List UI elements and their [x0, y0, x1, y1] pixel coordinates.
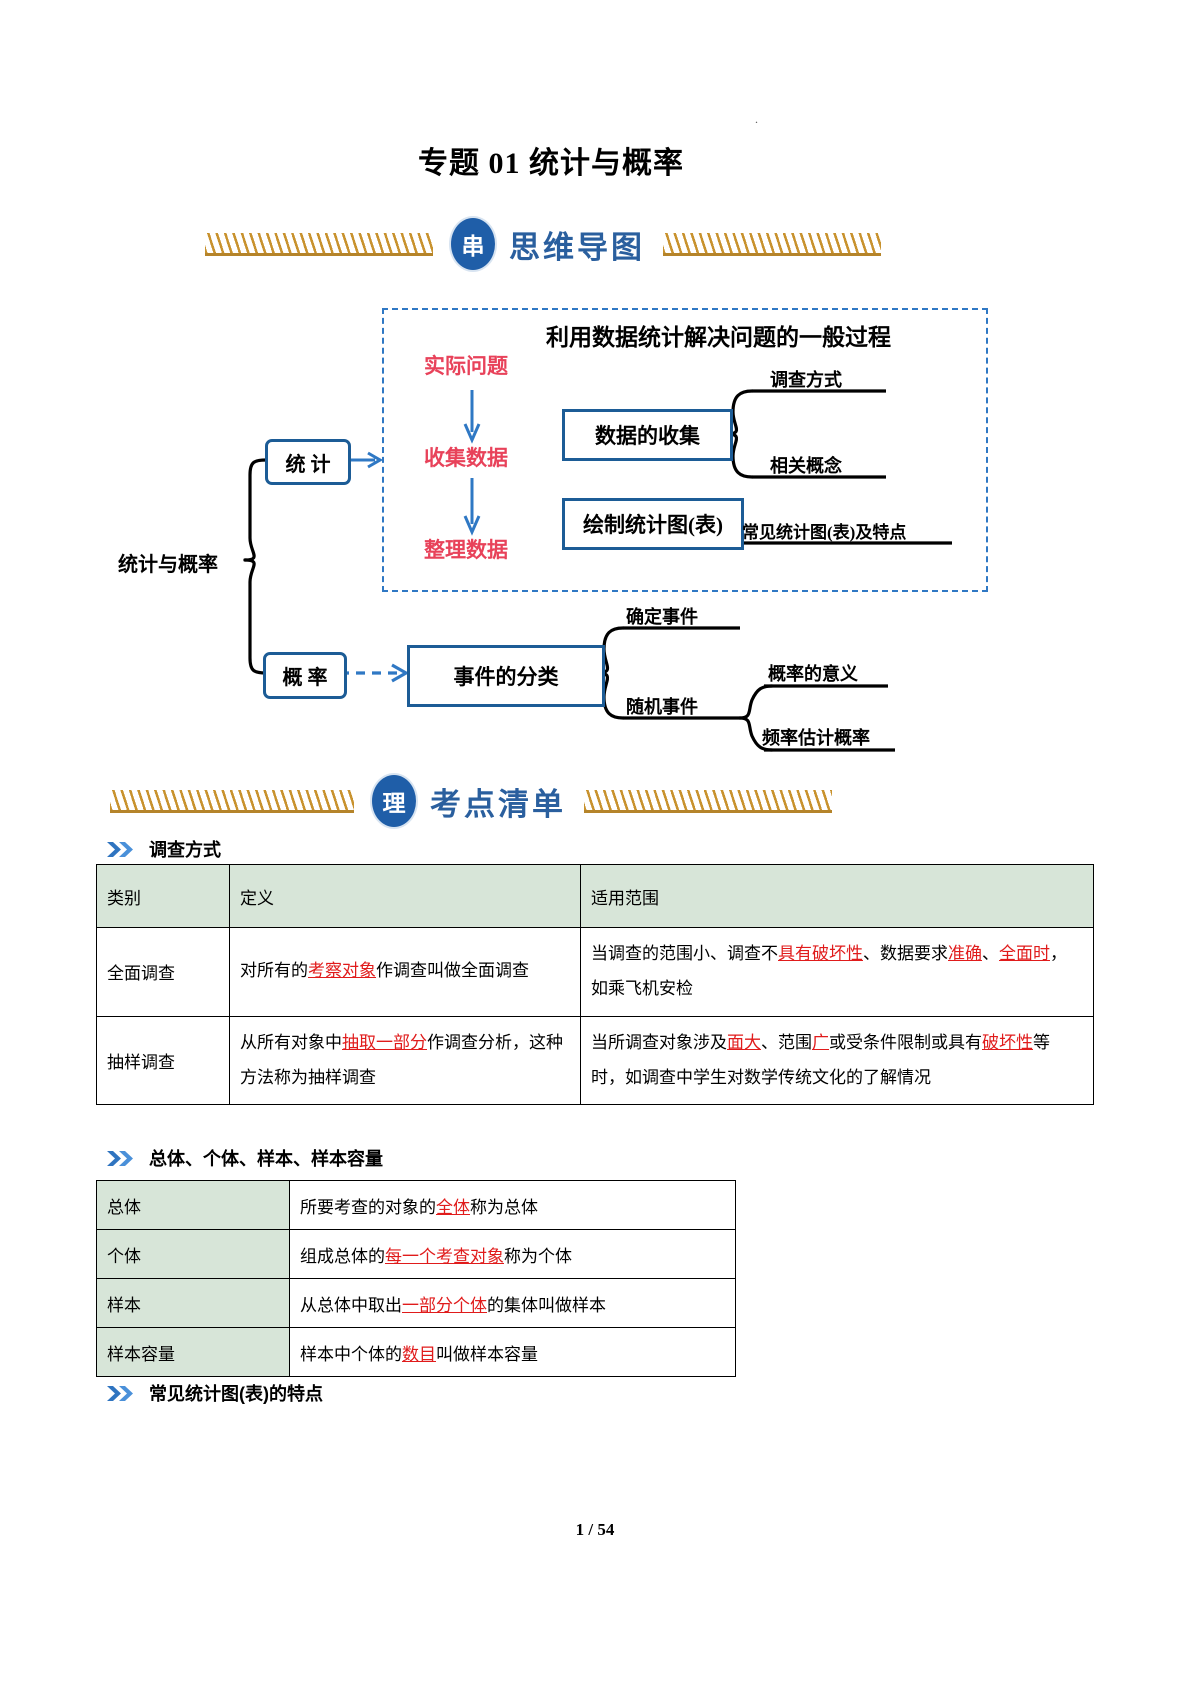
cell-definition-individual: 组成总体的每一个考查对象称为个体 [289, 1229, 736, 1279]
cell-scope-full-survey: 当调查的范围小、调查不具有破坏性、数据要求准确、全面时，如乘飞机安检 [580, 927, 1094, 1017]
section-heading-survey-method: 调查方式 [106, 836, 221, 862]
cell-term-individual: 个体 [96, 1229, 290, 1279]
table-survey-method: 类别 定义 适用范围 全面调查 对所有的考察对象作调查叫做全面调查 当调查的范围… [96, 864, 1094, 1106]
mindmap-leaf-related-concepts: 相关概念 [770, 456, 842, 476]
mindmap-leaf-chart-features: 常见统计图(表)及特点 [742, 523, 907, 542]
header-category: 类别 [96, 864, 230, 928]
mindmap-node-data-collection: 数据的收集 [562, 409, 733, 461]
hatch-right-decoration-2 [584, 789, 832, 813]
section-title-text: 总体、个体、样本、样本容量 [149, 1149, 383, 1169]
double-chevron-icon [107, 1150, 133, 1166]
mindmap-connectors [243, 389, 952, 752]
table-header-row: 类别 定义 适用范围 [96, 864, 1094, 928]
cell-term-sample-size: 样本容量 [96, 1327, 290, 1377]
header-definition: 定义 [229, 864, 581, 928]
mindmap-step-organize-data: 整理数据 [424, 539, 508, 562]
cell-definition-population: 所要考查的对象的全体称为总体 [289, 1180, 736, 1230]
mindmap-node-event-classification: 事件的分类 [407, 645, 605, 707]
double-chevron-icon [107, 841, 133, 857]
mindmap-step-real-problem: 实际问题 [424, 355, 508, 378]
mindmap-diagram: 统计与概率 统 计 概 率 利用数据统计解决问题的一般过程 实际问题 收集数据 … [0, 290, 1190, 760]
banner-badge-chuan: 串 [451, 218, 495, 270]
cell-category-sampling-survey: 抽样调查 [96, 1015, 230, 1106]
cell-definition-sample: 从总体中取出一部分个体的集体叫做样本 [289, 1278, 736, 1328]
mindmap-leaf-survey-method: 调查方式 [770, 370, 842, 390]
mindmap-leaf-random-event: 随机事件 [626, 697, 698, 717]
cell-definition-sample-size: 样本中个体的数目叫做样本容量 [289, 1327, 736, 1377]
header-scope: 适用范围 [580, 864, 1094, 928]
banner-key-points: 理 考点清单 [110, 775, 832, 827]
page-title: 专题 01 统计与概率 [418, 147, 684, 180]
section-heading-population-sample: 总体、个体、样本、样本容量 [106, 1145, 383, 1171]
mindmap-node-draw-charts: 绘制统计图(表) [562, 498, 744, 550]
page-footer: 1 / 54 [575, 1520, 615, 1539]
mindmap-step-collect-data: 收集数据 [424, 447, 508, 470]
table-row: 样本 从总体中取出一部分个体的集体叫做样本 [96, 1278, 736, 1328]
double-chevron-icon [107, 1385, 133, 1401]
table-population-sample: 总体 所要考查的对象的全体称为总体 个体 组成总体的每一个考查对象称为个体 样本… [96, 1180, 736, 1377]
banner-label-key-points: 考点清单 [430, 786, 566, 822]
section-title-text: 调查方式 [149, 840, 221, 860]
hatch-left-decoration-2 [110, 789, 354, 813]
section-heading-chart-features: 常见统计图(表)的特点 [106, 1380, 323, 1406]
mindmap-root-label: 统计与概率 [118, 554, 218, 576]
table-row: 总体 所要考查的对象的全体称为总体 [96, 1180, 736, 1230]
mindmap-leaf-frequency-estimate: 频率估计概率 [762, 728, 870, 748]
mindmap-leaf-certain-event: 确定事件 [626, 607, 698, 627]
mindmap-node-probability: 概 率 [263, 652, 347, 699]
cell-definition-sampling-survey: 从所有对象中抽取一部分作调查分析，这种方法称为抽样调查 [229, 1015, 581, 1106]
mindmap-dashed-frame [382, 308, 988, 592]
cell-scope-sampling-survey: 当所调查对象涉及面大、范围广或受条件限制或具有破坏性等时，如调查中学生对数学传统… [580, 1015, 1094, 1106]
table-row: 抽样调查 从所有对象中抽取一部分作调查分析，这种方法称为抽样调查 当所调查对象涉… [96, 1015, 1094, 1106]
cell-term-sample: 样本 [96, 1278, 290, 1328]
mindmap-leaf-probability-meaning: 概率的意义 [768, 664, 858, 684]
hatch-left-decoration [205, 232, 433, 256]
stray-dot: . [755, 112, 758, 126]
cell-definition-full-survey: 对所有的考察对象作调查叫做全面调查 [229, 927, 581, 1017]
banner-label-mindmap: 思维导图 [509, 229, 645, 265]
cell-category-full-survey: 全面调查 [96, 927, 230, 1017]
banner-mindmap: 串 思维导图 [205, 218, 881, 270]
mindmap-node-statistics: 统 计 [265, 439, 351, 485]
hatch-right-decoration [663, 232, 881, 256]
section-title-text: 常见统计图(表)的特点 [149, 1384, 323, 1404]
table-row: 个体 组成总体的每一个考查对象称为个体 [96, 1229, 736, 1279]
table-row: 样本容量 样本中个体的数目叫做样本容量 [96, 1327, 736, 1377]
cell-term-population: 总体 [96, 1180, 290, 1230]
mindmap-frame-title: 利用数据统计解决问题的一般过程 [546, 324, 891, 350]
table-row: 全面调查 对所有的考察对象作调查叫做全面调查 当调查的范围小、调查不具有破坏性、… [96, 927, 1094, 1017]
banner-badge-li: 理 [372, 775, 416, 827]
